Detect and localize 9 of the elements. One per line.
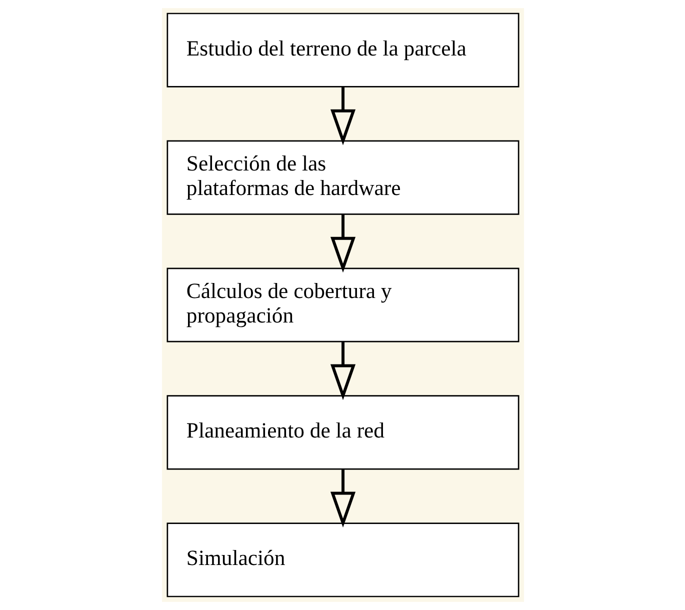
node-box: Cálculos de cobertura y propagación — [166, 268, 519, 342]
node-box: Selección de las plataformas de hardware — [166, 140, 519, 215]
arrow — [330, 86, 356, 146]
arrow — [330, 342, 356, 400]
node-box: Estudio del terreno de la parcela — [166, 12, 519, 88]
arrow — [330, 469, 356, 528]
node-box: Planeamiento de la red — [166, 395, 519, 470]
node-box: Simulación — [166, 522, 519, 598]
arrow — [330, 214, 356, 273]
